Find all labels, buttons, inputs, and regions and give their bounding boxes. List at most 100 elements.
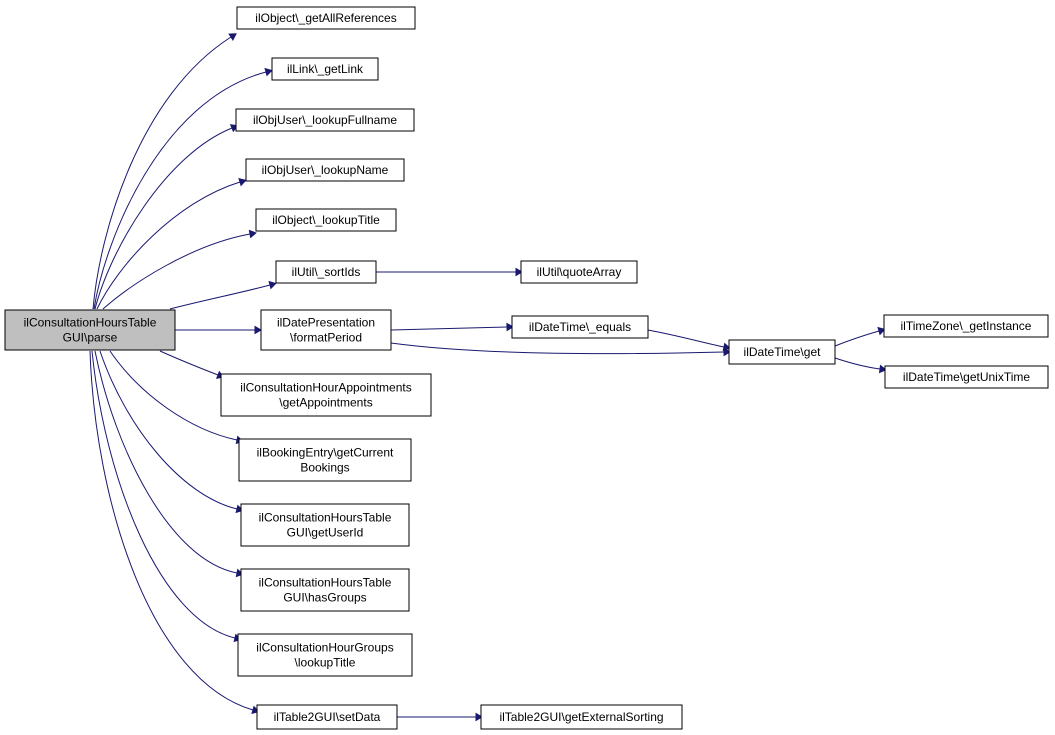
edges-layer [89, 33, 887, 722]
node-label-line: ilConsultationHoursTable [24, 316, 157, 330]
node-box [883, 314, 1049, 338]
node-box [238, 438, 412, 482]
node-label-line: ilDatePresentation [277, 316, 375, 330]
node-label-line: GUI\getUserId [287, 526, 364, 540]
node-box [511, 315, 649, 339]
edge-line [169, 284, 271, 310]
edge-root-to-sortIds [169, 280, 277, 310]
node-tzGetInstance[interactable]: ilTimeZone\_getInstance [883, 314, 1049, 338]
edge-line [93, 71, 267, 310]
nodes-layer: ilConsultationHoursTableGUI\parseilObjec… [4, 6, 1049, 730]
edge-line [99, 350, 238, 510]
node-equals[interactable]: ilDateTime\_equals [511, 315, 649, 339]
edge-line [834, 330, 880, 347]
node-getExternalSorting[interactable]: ilTable2GUI\getExternalSorting [480, 704, 683, 730]
edge-line [390, 342, 725, 355]
node-label-line: ilBookingEntry\getCurrent [257, 446, 394, 460]
node-setData[interactable]: ilTable2GUI\setData [256, 704, 398, 730]
node-lookupFullname[interactable]: ilObjUser\_lookupFullname [235, 108, 415, 132]
edge-formatPeriod-to-dtGet [390, 342, 731, 357]
node-lookupTitleObj[interactable]: ilObject\_lookupTitle [255, 208, 397, 232]
node-label-line: ilLink\_getLink [287, 62, 364, 76]
node-getUnixTime[interactable]: ilDateTime\getUnixTime [884, 365, 1049, 389]
node-box [236, 6, 416, 30]
arrowhead-icon [723, 347, 731, 357]
arrowhead-icon [722, 342, 731, 352]
node-label-line: \formatPeriod [290, 331, 362, 345]
arrowhead-icon [878, 364, 887, 374]
edge-root-to-getAllReferences [92, 33, 237, 310]
arrowhead-icon [268, 280, 277, 290]
node-lookupName[interactable]: ilObjUser\_lookupName [245, 158, 405, 182]
node-formatPeriod[interactable]: ilDatePresentation\formatPeriod [260, 309, 392, 351]
edge-line [647, 329, 725, 348]
arrowhead-icon [877, 326, 886, 336]
arrowhead-icon [506, 322, 514, 332]
node-label-line: ilTable2GUI\setData [274, 710, 381, 724]
node-label-line: ilUtil\quoteArray [537, 265, 622, 279]
node-label-line: ilDateTime\getUnixTime [903, 370, 1030, 384]
node-getAllReferences[interactable]: ilObject\_getAllReferences [236, 6, 416, 30]
node-label-line: ilTable2GUI\getExternalSorting [499, 710, 663, 724]
node-box [271, 57, 379, 81]
node-quoteArray[interactable]: ilUtil\quoteArray [520, 260, 638, 284]
arrowhead-icon [515, 267, 523, 277]
arrowhead-icon [475, 712, 483, 722]
node-label-line: GUI\parse [63, 331, 118, 345]
node-label-line: ilObject\_lookupTitle [272, 213, 380, 227]
edge-line [834, 357, 881, 370]
edge-line [159, 350, 219, 376]
edge-root-to-getLink [93, 67, 273, 310]
arrowhead-icon [248, 229, 257, 239]
edge-root-to-lookupName [96, 177, 247, 310]
edge-line [390, 326, 508, 331]
node-label-line: ilTimeZone\_getInstance [901, 319, 1032, 333]
node-label-line: Bookings [300, 461, 349, 475]
node-label-line: ilDateTime\get [744, 345, 822, 359]
edge-line [109, 350, 238, 441]
node-box [275, 260, 377, 284]
node-label-line: \getAppointments [279, 396, 372, 410]
node-box [237, 633, 413, 677]
arrowhead-icon [235, 568, 244, 578]
node-dtGet[interactable]: ilDateTime\get [728, 339, 836, 365]
node-label-line: ilUtil\_sortIds [292, 265, 361, 279]
edge-root-to-hasGroups [94, 350, 244, 578]
node-label-line: ilObjUser\_lookupFullname [253, 113, 397, 127]
node-box [520, 260, 638, 284]
node-box [245, 158, 405, 182]
node-box [235, 108, 415, 132]
edge-line [94, 350, 238, 574]
edge-setData-to-getExternalSorting [397, 712, 483, 722]
node-lookupTitleGroups[interactable]: ilConsultationHourGroups\lookupTitle [237, 633, 413, 677]
edge-equals-to-dtGet [647, 329, 731, 352]
node-label-line: ilConsultationHourAppointments [240, 381, 411, 395]
node-label-line: ilObject\_getAllReferences [255, 11, 396, 25]
edge-formatPeriod-to-equals [390, 322, 514, 332]
node-box [480, 704, 683, 730]
node-box [255, 208, 397, 232]
edge-root-to-lookupTitleGroups [91, 350, 242, 643]
node-box [240, 568, 410, 612]
edge-line [96, 181, 241, 310]
node-label-line: GUI\hasGroups [283, 591, 366, 605]
node-box [256, 704, 398, 730]
node-label-line: \lookupTitle [295, 656, 356, 670]
node-getAppointments[interactable]: ilConsultationHourAppointments\getAppoin… [220, 373, 432, 417]
edge-sortIds-to-quoteArray [376, 267, 523, 277]
node-label-line: ilConsultationHoursTable [259, 511, 392, 525]
arrowhead-icon [254, 325, 262, 335]
node-getLink[interactable]: ilLink\_getLink [271, 57, 379, 81]
edge-line [92, 36, 232, 310]
arrowhead-icon [264, 67, 273, 77]
edge-line [89, 350, 254, 711]
node-sortIds[interactable]: ilUtil\_sortIds [275, 260, 377, 284]
edge-root-to-formatPeriod [175, 325, 262, 335]
node-box [884, 365, 1049, 389]
edge-root-to-lookupFullname [94, 124, 239, 310]
